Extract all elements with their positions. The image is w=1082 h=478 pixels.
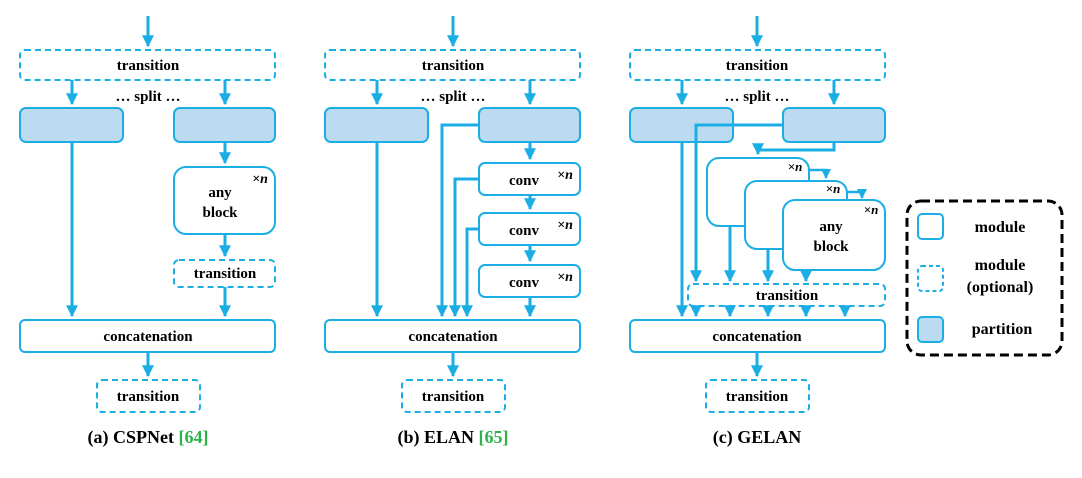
cspnet-transition-top [19,49,276,81]
gelan-repeat-label-1: ×n [788,159,803,174]
gelan-repeat-label-3: ×n [864,202,879,217]
gelan-repeat-label-2: ×n [826,181,841,196]
cspnet-transition-mid [173,259,276,288]
elan-partition-left [324,107,429,143]
elan-citation: [65] [479,427,509,447]
legend-module-swatch [917,213,944,240]
gelan-caption: (c) GELAN [713,427,802,448]
elan-partition-right [478,107,581,143]
gelan-transition-top-label: transition [726,58,789,74]
legend [905,199,1064,357]
elan-split-label: … split … [420,89,485,105]
elan-conv-2-label: conv [509,223,540,239]
elan-transition-top-label: transition [422,58,485,74]
cspnet-transition-top-label: transition [117,58,180,74]
gelan-block-3 [782,199,886,271]
elan-conv-1-label: conv [509,173,540,189]
gelan-block-label-2: block [813,239,849,255]
cspnet-block-label-1: any [208,185,232,201]
gelan-concatenation-label: concatenation [712,329,802,345]
legend-module-optional-swatch [917,265,944,292]
legend-module-optional-label-2: (optional) [967,279,1034,296]
cspnet-citation: [64] [178,427,208,447]
cspnet-transition-bottom-label: transition [117,389,180,405]
gelan-transition-top [629,49,886,81]
elan-transition-bottom-label: transition [422,389,485,405]
cspnet-transition-bottom [96,379,201,413]
gelan-block-label-1: any [819,219,843,235]
panel-elan [324,16,581,413]
cspnet-caption-text: (a) CSPNet [88,427,179,448]
elan-conv-3-label: conv [509,275,540,291]
legend-module-optional-label-1: module [975,257,1026,274]
panel-cspnet [19,16,276,413]
cspnet-split-label: … split … [115,89,180,105]
gelan-transition-bottom [705,379,810,413]
gelan-transition-mid-label: transition [756,288,819,304]
gelan-split-label: … split … [724,89,789,105]
cspnet-transition-mid-label: transition [194,266,257,282]
legend-module-label: module [975,219,1026,236]
elan-repeat-label-2: ×n [557,218,573,233]
cspnet-caption: (a) CSPNet [64] [88,427,209,448]
legend-frame [905,199,1064,357]
gelan-partition-right [782,107,886,143]
cspnet-block-label-2: block [202,205,238,221]
elan-repeat-label-3: ×n [557,270,573,285]
cspnet-repeat-label: ×n [252,172,268,187]
elan-caption: (b) ELAN [65] [397,427,508,448]
panel-gelan [629,16,886,413]
gelan-transition-mid [687,283,886,307]
cspnet-partition-right [173,107,276,143]
cspnet-concatenation-label: concatenation [103,329,193,345]
elan-repeat-label-1: ×n [557,168,573,183]
elan-transition-bottom [401,379,506,413]
cspnet-partition-left [19,107,124,143]
elan-caption-text: (b) ELAN [397,427,478,448]
legend-partition-swatch [917,316,944,343]
elan-transition-top [324,49,581,81]
elan-concatenation-label: concatenation [408,329,498,345]
legend-partition-label: partition [972,321,1033,338]
gelan-transition-bottom-label: transition [726,389,789,405]
